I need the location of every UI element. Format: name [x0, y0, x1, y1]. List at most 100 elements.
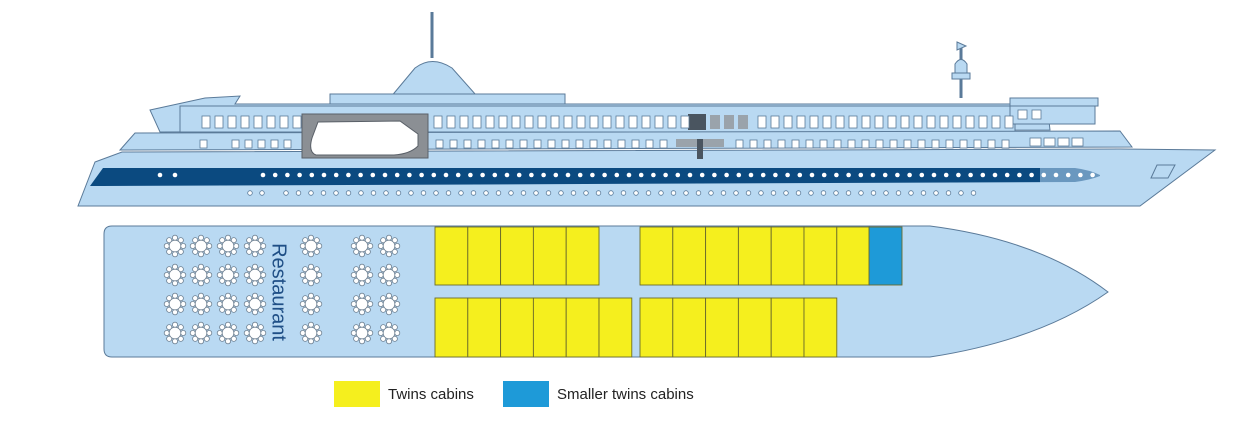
chair	[224, 338, 231, 345]
window	[987, 139, 996, 149]
porthole	[638, 172, 644, 178]
porthole	[492, 172, 498, 178]
porthole	[333, 190, 339, 196]
chair	[177, 277, 184, 284]
window	[575, 139, 584, 149]
chair	[385, 338, 392, 345]
window	[973, 139, 982, 149]
hull-portholes	[247, 190, 977, 196]
cabin	[532, 297, 567, 358]
window	[763, 139, 772, 149]
porthole	[533, 190, 539, 196]
window	[257, 139, 266, 149]
chair	[163, 242, 170, 249]
chair	[177, 248, 184, 255]
window	[874, 115, 884, 129]
chair	[364, 306, 371, 313]
porthole	[797, 172, 803, 178]
chair	[203, 324, 210, 331]
window	[231, 139, 240, 149]
chair	[377, 300, 384, 307]
porthole	[1017, 172, 1022, 178]
porthole	[419, 172, 424, 178]
chair	[307, 309, 314, 316]
porthole	[583, 190, 589, 196]
window	[809, 115, 819, 129]
window	[435, 139, 444, 149]
porthole	[504, 172, 510, 178]
funnel	[383, 61, 486, 105]
chair	[307, 292, 314, 299]
chair	[206, 300, 213, 307]
chair	[163, 271, 170, 278]
chair	[224, 234, 231, 241]
chair	[302, 324, 309, 331]
window	[945, 139, 954, 149]
chair	[203, 248, 210, 255]
chair	[353, 237, 360, 244]
table-top	[304, 268, 318, 282]
window	[791, 139, 800, 149]
chair	[177, 295, 184, 302]
chair	[177, 266, 184, 273]
chair	[299, 271, 306, 278]
chair	[230, 277, 237, 284]
chair	[353, 277, 360, 284]
window	[547, 139, 556, 149]
chair	[307, 338, 314, 345]
restaurant-table	[189, 292, 213, 316]
chair	[380, 295, 387, 302]
porthole	[783, 190, 789, 196]
restaurant-table	[377, 321, 401, 345]
window	[498, 115, 508, 129]
table-top	[248, 239, 262, 253]
window	[433, 115, 443, 129]
chair	[367, 300, 374, 307]
porthole	[720, 190, 727, 196]
chair	[391, 306, 398, 313]
chair	[350, 271, 357, 278]
porthole	[614, 172, 620, 178]
panel-grey-1	[710, 115, 720, 129]
porthole	[308, 190, 314, 196]
window	[796, 115, 806, 129]
porthole	[297, 172, 302, 178]
cabin	[868, 226, 903, 286]
restaurant-table	[189, 263, 213, 287]
chair	[257, 306, 264, 313]
chair	[391, 248, 398, 255]
chair	[206, 271, 213, 278]
porthole	[708, 190, 714, 196]
chair	[171, 321, 178, 328]
chair	[166, 335, 173, 342]
cabin	[434, 226, 469, 286]
porthole	[1065, 172, 1071, 178]
porthole	[455, 172, 461, 178]
porthole	[1053, 172, 1059, 178]
porthole	[658, 190, 664, 196]
window	[680, 115, 690, 129]
chair	[251, 292, 258, 299]
porthole	[931, 172, 937, 178]
cabin	[672, 297, 707, 358]
bow-window	[1150, 164, 1176, 179]
porthole	[565, 172, 571, 178]
window	[749, 139, 758, 149]
restaurant-table	[216, 321, 240, 345]
porthole	[358, 172, 363, 178]
chair	[364, 277, 371, 284]
table-top	[194, 268, 208, 282]
restaurant-table	[216, 292, 240, 316]
porthole	[645, 190, 652, 196]
chair	[313, 237, 320, 244]
porthole	[529, 172, 534, 178]
window	[283, 139, 292, 149]
porthole	[495, 190, 502, 196]
chair	[192, 335, 199, 342]
middle-windows	[199, 137, 1084, 149]
porthole	[675, 172, 681, 178]
window	[833, 139, 842, 149]
cabin	[737, 297, 772, 358]
cabin	[803, 226, 838, 286]
